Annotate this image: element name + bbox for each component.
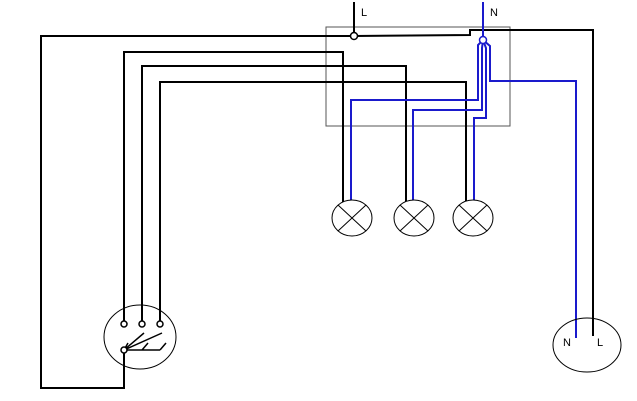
live-feed-to-switch — [40, 35, 354, 389]
socket-housing — [552, 317, 622, 373]
socket-neutral-label: N — [563, 337, 571, 349]
socket-outlet: N L — [552, 317, 622, 373]
supply-neutral-label: N — [490, 7, 498, 19]
neutral-wire-socket — [482, 39, 577, 338]
lamp-1 — [331, 199, 373, 237]
neutral-wire-lamp-3 — [473, 39, 487, 205]
switched-wire-lamp-3 — [159, 81, 467, 322]
switch-common-terminal — [120, 346, 128, 354]
switched-wire-lamp-2 — [141, 65, 407, 322]
supply-live-label: L — [361, 7, 367, 19]
junction-box — [325, 26, 511, 127]
switch-terminal-1 — [120, 320, 128, 328]
live-wires — [40, 2, 594, 389]
socket-live-label: L — [597, 337, 603, 349]
switch-terminal-3 — [156, 320, 164, 328]
neutral-wire-lamp-2 — [412, 39, 484, 205]
neutral-wire-lamp-1 — [350, 39, 484, 205]
neutral-wires — [350, 2, 577, 338]
switch-contacts — [123, 332, 167, 351]
neutral-junction-node — [478, 35, 488, 45]
triple-switch — [103, 304, 177, 370]
switch-housing — [103, 304, 177, 370]
switch-terminal-2 — [138, 320, 146, 328]
live-junction-node — [349, 31, 359, 41]
lamp-2 — [393, 199, 435, 237]
live-feed-to-socket — [353, 29, 594, 336]
lamp-3 — [452, 199, 494, 237]
switched-wire-lamp-1 — [123, 51, 344, 322]
